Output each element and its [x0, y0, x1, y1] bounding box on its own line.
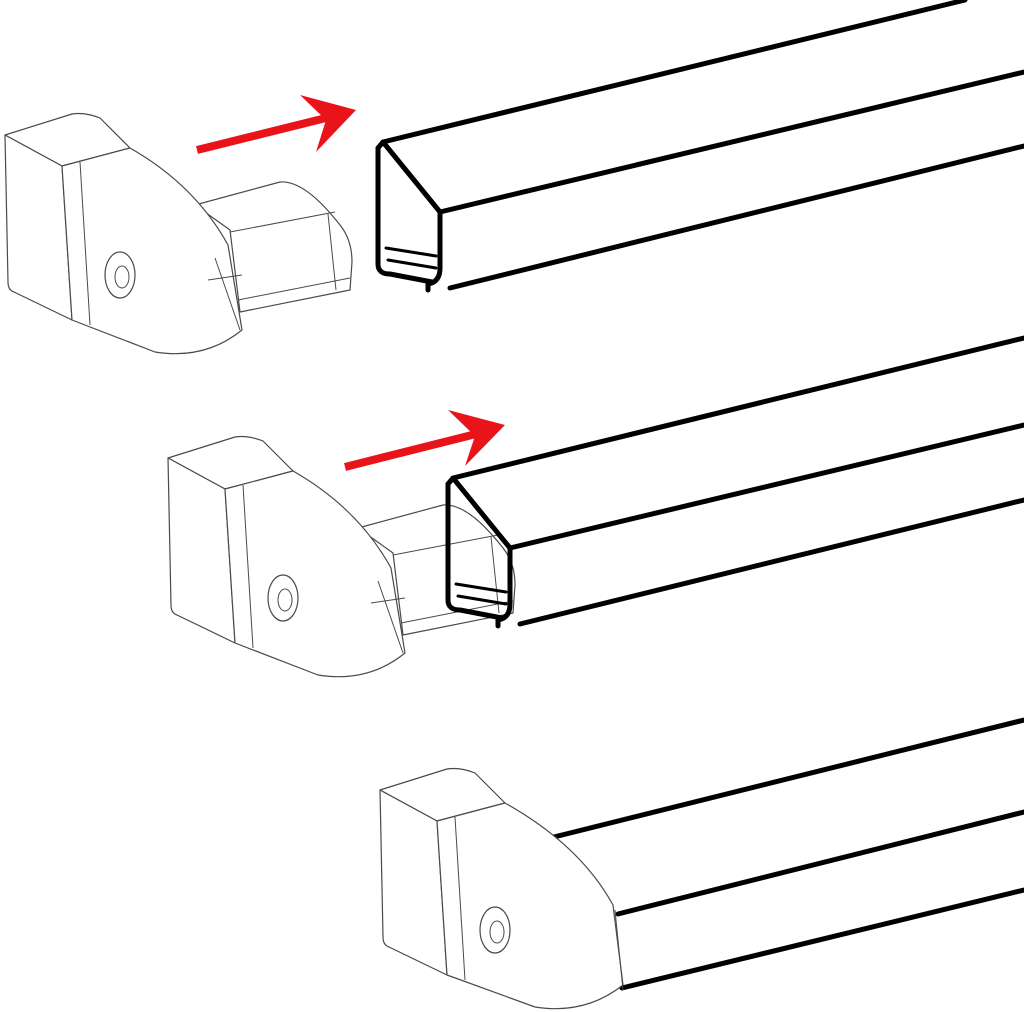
step-1-group — [4, 0, 1024, 355]
end-cap — [167, 435, 516, 678]
step-2-group — [167, 335, 1024, 678]
end-cap — [379, 767, 624, 1010]
arrow-right-icon — [196, 95, 356, 154]
arrow-right-icon — [344, 410, 505, 471]
rail-edge — [547, 717, 1024, 841]
rail-edge — [619, 887, 1024, 991]
rail-profile — [448, 335, 1024, 626]
step-3-group — [379, 717, 1024, 1010]
end-cap — [4, 112, 353, 355]
rail-edge — [615, 809, 1024, 917]
rail-profile — [378, 0, 1024, 290]
